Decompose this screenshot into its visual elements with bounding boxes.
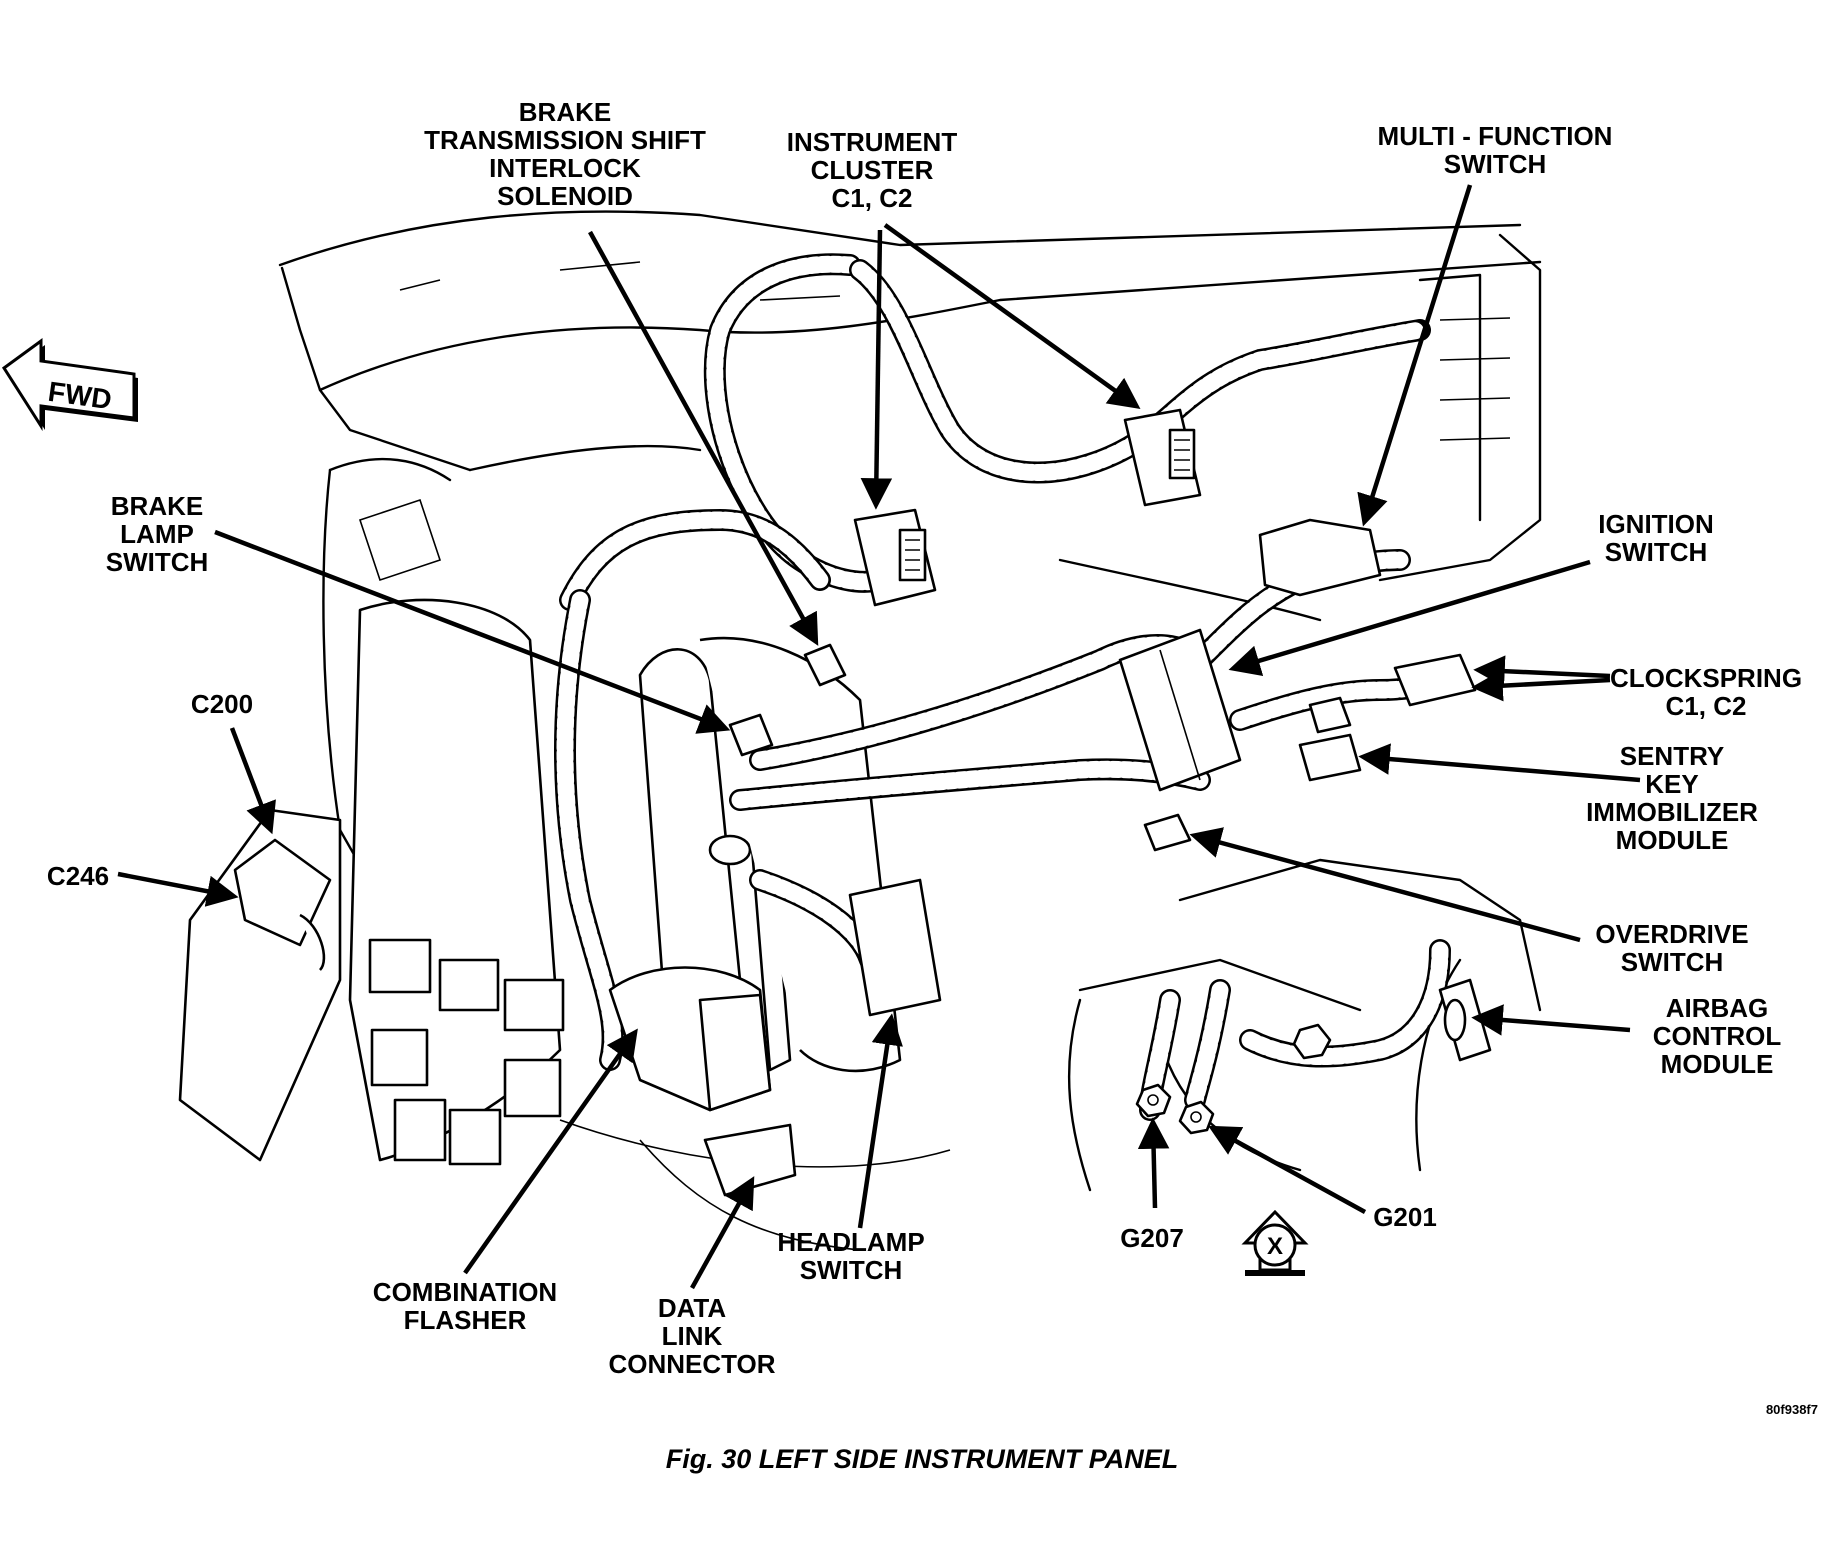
callout-overdrive-switch: OVERDRIVE SWITCH	[1595, 919, 1749, 977]
c246-connector	[178, 808, 342, 1162]
fwd-direction-marker: FWD	[1, 338, 138, 432]
airbag-module-connector	[1438, 978, 1492, 1062]
ground-bolts	[1135, 1023, 1332, 1135]
leader-sentry-key	[1358, 743, 1641, 783]
headlamp-switch-body	[848, 878, 942, 1017]
leader-g201	[1208, 1125, 1367, 1214]
callout-c246: C246	[46, 861, 110, 891]
leader-clockspring-c2	[1471, 669, 1611, 702]
overdrive-switch-part	[1143, 813, 1192, 852]
sentry-key-module	[1298, 733, 1362, 782]
leader-brake-tsi	[588, 230, 819, 646]
callout-sentry-key-module: SENTRY KEY IMMOBILIZER MODULE	[1586, 741, 1758, 855]
view-x-marker: X	[1241, 1209, 1309, 1276]
leader-clockspring-c1	[1473, 655, 1611, 687]
instrument-cluster-connector-c1	[853, 508, 937, 607]
leader-lines	[117, 184, 1641, 1290]
callout-clockspring: CLOCKSPRING C1, C2	[1609, 663, 1803, 721]
view-x-label: X	[1267, 1233, 1283, 1260]
figure-caption: Fig. 30 LEFT SIDE INSTRUMENT PANEL	[665, 1444, 1179, 1474]
callout-g201: G201	[1373, 1202, 1437, 1232]
leader-c246	[117, 871, 239, 907]
ignition-switch-body	[1118, 628, 1242, 792]
relay-block	[348, 598, 565, 1166]
leader-g207	[1137, 1117, 1170, 1209]
leader-overdrive	[1189, 827, 1581, 943]
callout-instrument-cluster: INSTRUMENT CLUSTER C1, C2	[786, 127, 958, 213]
leader-data-link	[690, 1176, 755, 1290]
callout-airbag-control-module: AIRBAG CONTROL MODULE	[1652, 993, 1782, 1079]
combination-flasher-body	[608, 966, 772, 1112]
drawing-code: 80f938f7	[1765, 1402, 1818, 1417]
multi-function-switch-connector	[1258, 518, 1382, 597]
leader-c200	[229, 727, 276, 835]
instrument-cluster-connector-c2	[1123, 408, 1202, 507]
brake-tsi-solenoid-part	[803, 643, 847, 687]
leader-airbag	[1471, 1004, 1631, 1036]
callout-data-link-connector: DATA LINK CONNECTOR	[608, 1293, 776, 1379]
leader-cluster-c2	[883, 223, 1141, 409]
brake-lamp-switch-part	[728, 713, 774, 757]
callout-combination-flasher: COMBINATION FLASHER	[372, 1277, 558, 1335]
leader-multi-function	[1357, 184, 1473, 527]
leader-combination-flasher	[463, 1028, 638, 1275]
callout-g207: G207	[1120, 1223, 1184, 1253]
callout-headlamp-switch: HEADLAMP SWITCH	[777, 1227, 925, 1285]
leader-ignition	[1228, 559, 1591, 677]
callout-multi-function-switch: MULTI - FUNCTION SWITCH	[1377, 121, 1613, 179]
clockspring-connector	[1308, 653, 1477, 734]
callout-brake-lamp-switch: BRAKE LAMP SWITCH	[105, 491, 209, 577]
callout-brake-tsi-solenoid: BRAKE TRANSMISSION SHIFT INTERLOCK SOLEN…	[424, 97, 706, 211]
leader-cluster-c1	[860, 229, 893, 510]
callout-c200: C200	[190, 689, 254, 719]
leader-brake-lamp	[214, 529, 731, 734]
callout-ignition-switch: IGNITION SWITCH	[1598, 509, 1714, 567]
leader-headlamp	[857, 1013, 903, 1229]
